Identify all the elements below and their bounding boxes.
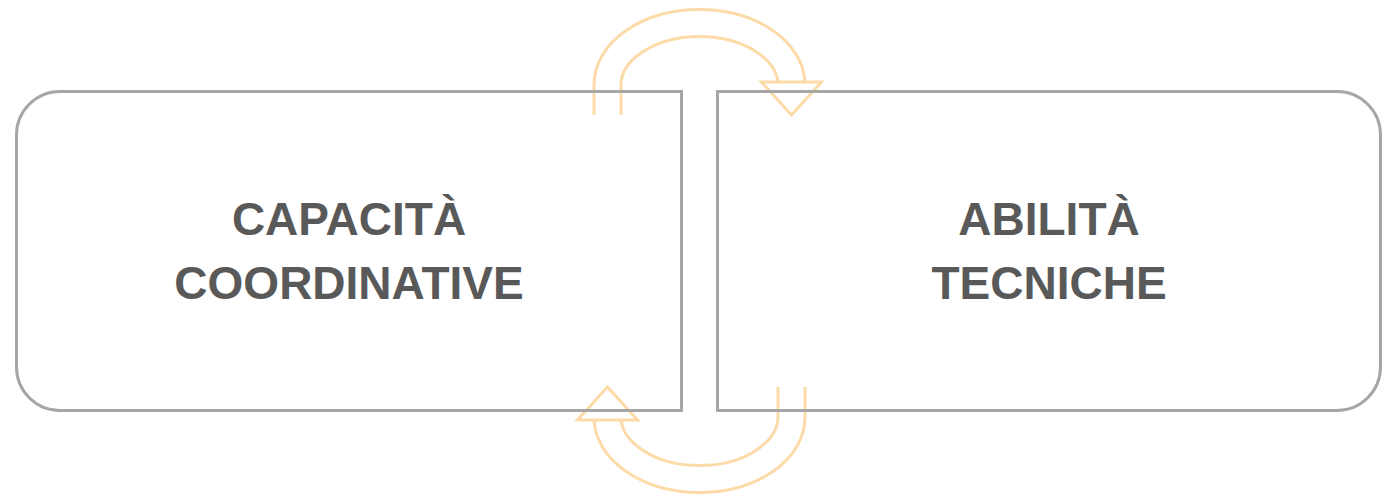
text-group: ABILITÀ TECNICHE [859, 187, 1239, 316]
cycle-arrow [578, 387, 792, 479]
arrow-band-fill [608, 387, 792, 479]
arrow-band-outline [608, 23, 792, 115]
text-group: CAPACITÀ COORDINATIVE [159, 187, 539, 316]
rounded-box: CAPACITÀ COORDINATIVE [15, 90, 683, 412]
box-label: ABILITÀ TECNICHE [859, 187, 1239, 316]
box-label: CAPACITÀ COORDINATIVE [159, 187, 539, 316]
arrow-band-fill [608, 23, 792, 115]
arrow-head [762, 82, 822, 115]
arrow-band-outline [608, 387, 792, 479]
cycle-arrow [608, 23, 822, 115]
arrow-head [578, 387, 638, 420]
rounded-box: ABILITÀ TECNICHE [716, 90, 1382, 412]
